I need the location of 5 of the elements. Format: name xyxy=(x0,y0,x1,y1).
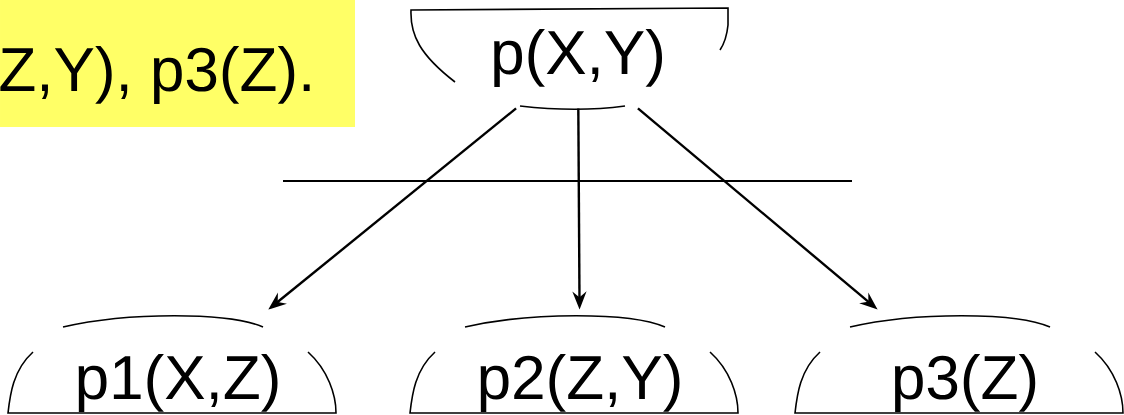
subgoal-node: p3(Z) xyxy=(794,314,1124,414)
note-box: Z,Y), p3(Z). xyxy=(0,0,355,127)
subgoal-node: p2(Z,Y) xyxy=(409,314,739,414)
goal-node: p(X,Y) xyxy=(410,7,729,110)
subgoal-node: p1(X,Z) xyxy=(7,314,337,414)
